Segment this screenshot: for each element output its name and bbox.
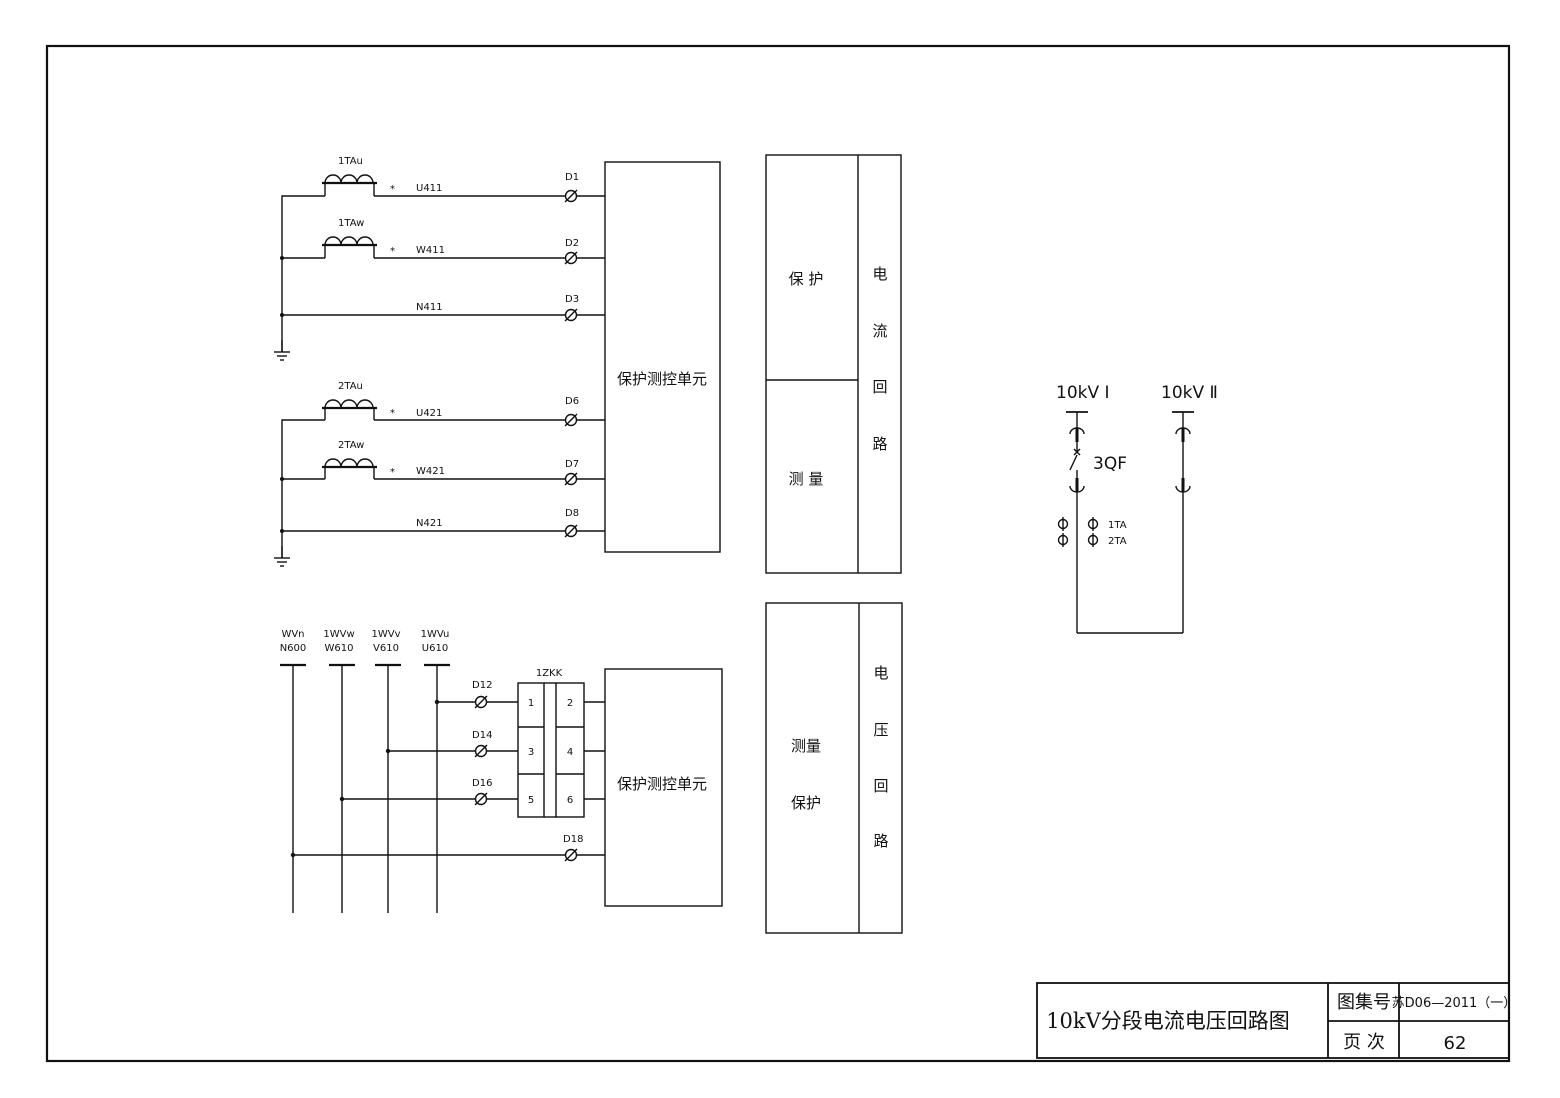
- terminal-d7-icon: [564, 472, 578, 486]
- side-vertical-char: 回: [872, 378, 887, 396]
- atlas-label: 图集号: [1337, 992, 1391, 1013]
- polarity-mark: *: [390, 184, 395, 195]
- wire-label-u421: U421: [416, 408, 442, 419]
- bus-label-1wvu: 1WVu: [421, 629, 450, 640]
- ct-label-1ta: 1TA: [1108, 520, 1127, 531]
- breaker-3qf-icon: [1069, 448, 1081, 478]
- side-vertical-char: 电: [873, 664, 888, 682]
- page-number: 62: [1444, 1033, 1467, 1054]
- switch-contact-4: 4: [567, 747, 573, 758]
- title-block: [1036, 982, 1510, 1059]
- switch-label-1zkk: 1ZKK: [536, 668, 563, 679]
- terminal-label-d7: D7: [565, 459, 579, 470]
- terminal-d1-icon: [564, 189, 578, 203]
- bus-label-u610: U610: [422, 643, 448, 654]
- unit-label-voltage: 保护测控单元: [617, 775, 707, 793]
- terminal-label-d18: D18: [563, 834, 583, 845]
- terminal-d18-icon: [564, 848, 578, 862]
- side-vertical-char: 流: [872, 322, 887, 340]
- disconnect-upper-left-icon: [1069, 427, 1085, 442]
- ct-label-1taw: 1TAw: [338, 218, 364, 229]
- breaker-label-3qf: 3QF: [1093, 454, 1127, 474]
- ct-symbol-icon: [1057, 517, 1099, 547]
- bus-label-10kv-ii: 10kV Ⅱ: [1161, 383, 1218, 403]
- side-panel-current: [765, 154, 902, 574]
- bus-label-w610: W610: [325, 643, 354, 654]
- switch-contact-6: 6: [567, 795, 573, 806]
- switch-contact-1: 1: [528, 698, 534, 709]
- terminal-d12-icon: [474, 695, 488, 709]
- switch-contact-2: 2: [567, 698, 573, 709]
- atlas-number: 苏D06—2011（一）: [1392, 995, 1517, 1011]
- terminal-d16-icon: [474, 792, 488, 806]
- side-vertical-char: 电: [872, 265, 887, 283]
- bus-label-n600: N600: [280, 643, 307, 654]
- wire-label-u411: U411: [416, 183, 442, 194]
- wire-label-w421: W421: [416, 466, 445, 477]
- drawing-title: 10kV分段电流电压回路图: [1046, 1009, 1290, 1033]
- protection-unit-box-current: [604, 161, 721, 553]
- ct-1tau-coil-icon: [324, 174, 374, 184]
- side-vertical-char: 路: [872, 435, 887, 453]
- switch-1zkk: [517, 682, 585, 818]
- drawing-border: [45, 44, 1511, 1063]
- polarity-mark: *: [390, 467, 395, 478]
- switch-contact-3: 3: [528, 747, 534, 758]
- terminal-label-d2: D2: [565, 238, 579, 249]
- terminal-d14-icon: [474, 744, 488, 758]
- polarity-mark: *: [390, 246, 395, 257]
- side-panel-voltage: [765, 602, 903, 934]
- ct-label-2tau: 2TAu: [338, 381, 363, 392]
- side-section-line1: 测量: [791, 737, 821, 755]
- terminal-label-d14: D14: [472, 730, 492, 741]
- ct-label-1tau: 1TAu: [338, 156, 363, 167]
- ct-2taw-coil-icon: [324, 458, 374, 468]
- side-section-measurement: 测 量: [789, 470, 824, 488]
- unit-label-current: 保护测控单元: [617, 370, 707, 388]
- disconnect-lower-right-icon: [1175, 478, 1191, 493]
- terminal-label-d8: D8: [565, 508, 579, 519]
- ct-1taw-coil-icon: [324, 236, 374, 246]
- page-label: 页 次: [1343, 1032, 1385, 1053]
- terminal-d2-icon: [564, 251, 578, 265]
- bus-label-10kv-i: 10kV Ⅰ: [1056, 383, 1110, 403]
- disconnect-lower-left-icon: [1069, 478, 1085, 493]
- bus-label-v610: V610: [373, 643, 399, 654]
- ct-label-2ta: 2TA: [1108, 536, 1127, 547]
- terminal-label-d16: D16: [472, 778, 492, 789]
- terminal-d3-icon: [564, 308, 578, 322]
- terminal-label-d1: D1: [565, 172, 579, 183]
- disconnect-upper-right-icon: [1175, 427, 1191, 442]
- terminal-label-d6: D6: [565, 396, 579, 407]
- terminal-d6-icon: [564, 413, 578, 427]
- side-section-line2: 保护: [791, 794, 821, 812]
- side-section-protection: 保 护: [789, 270, 824, 288]
- bus-label-wvn: WVn: [281, 629, 304, 640]
- terminal-label-d3: D3: [565, 294, 579, 305]
- side-vertical-char: 回: [873, 777, 888, 795]
- bus-label-1wvv: 1WVv: [371, 629, 400, 640]
- terminal-d8-icon: [564, 524, 578, 538]
- ground-icon: [274, 340, 290, 361]
- protection-unit-box-voltage: [604, 668, 723, 907]
- side-vertical-char: 路: [873, 832, 888, 850]
- wire-label-w411: W411: [416, 245, 445, 256]
- ground-icon: [274, 546, 290, 567]
- polarity-mark: *: [390, 408, 395, 419]
- bus-label-1wvw: 1WVw: [323, 629, 354, 640]
- ct-label-2taw: 2TAw: [338, 440, 364, 451]
- wire-label-n421: N421: [416, 518, 443, 529]
- side-vertical-char: 压: [873, 721, 888, 739]
- terminal-label-d12: D12: [472, 680, 492, 691]
- ct-2tau-coil-icon: [324, 399, 374, 409]
- wire-label-n411: N411: [416, 302, 443, 313]
- switch-contact-5: 5: [528, 795, 534, 806]
